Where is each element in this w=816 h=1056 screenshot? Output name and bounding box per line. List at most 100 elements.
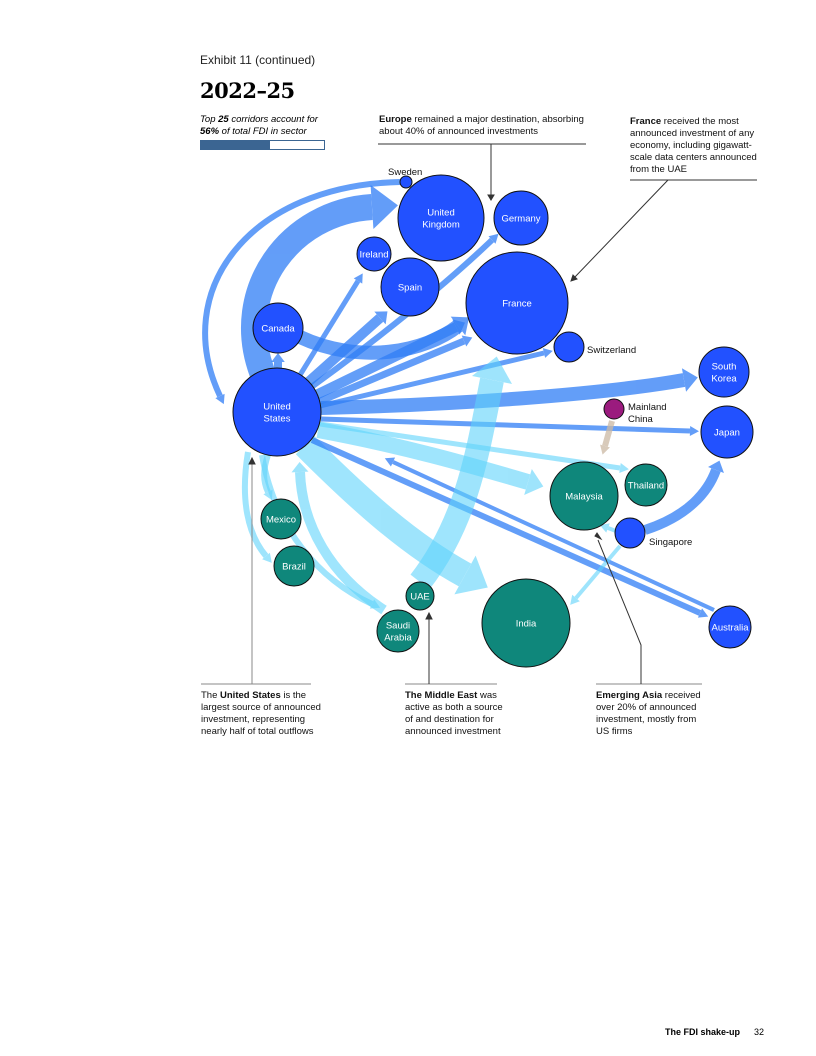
node-jp: Japan [700,405,754,459]
flow-us-ca [271,353,285,368]
node-circle [708,605,752,649]
node-ae: UAE [405,581,435,611]
node-circle [260,498,302,540]
node-ch: Switzerland [553,331,636,363]
node-circle [624,463,668,507]
flow-sg-in [570,544,622,605]
arrowhead-icon [600,444,610,455]
node-de: Germany [493,190,549,246]
flow-us-kr [320,368,698,415]
arrowhead-icon [461,335,473,347]
flow-sg-jp [643,460,724,535]
arrowhead-icon [708,460,724,473]
node-circle [356,236,392,272]
node-label: Malaysia [565,492,603,503]
node-circle [376,609,420,653]
flow-ae-fr [410,356,513,590]
node-circle [380,257,440,317]
flow-line [295,471,387,615]
node-sg: Singapore [614,517,692,549]
flow-line [316,337,466,406]
flow-line [202,179,401,398]
arrowhead-icon [697,608,709,618]
node-label: Mexico [266,515,296,526]
node-label: Canada [261,324,295,335]
flow-line [320,416,691,434]
arrowhead-icon [454,555,488,595]
corridor-share: 56% [200,126,220,137]
node-au: Australia [708,605,752,649]
note-text: received the most announced investment o… [630,116,757,175]
node-in: India [481,578,571,668]
node-ie: Ireland [356,236,392,272]
text: Top [200,114,219,125]
note-bold: United States [220,690,281,701]
note-text: is the largest source of announced inves… [201,690,321,737]
node-circle [399,175,413,189]
flow-line [310,437,702,616]
node-circle [614,517,646,549]
flow-cn-my [600,420,615,455]
arrowhead-icon [542,348,553,358]
share-bar [200,140,325,150]
node-my: Malaysia [549,461,619,531]
node-circle [481,578,571,668]
flow-us-fr2 [316,335,473,406]
page-number: 32 [753,1027,764,1037]
leader-arrow-icon [487,194,495,201]
flow-us-ch [319,348,553,409]
flow-line [241,194,374,377]
note-bold: Europe [379,114,412,125]
corridor-count: 25 [218,114,229,125]
node-circle [553,331,585,363]
node-circle [698,346,750,398]
node-circle [405,581,435,611]
flow-se-us [202,179,401,405]
leader-arrow-icon [594,532,603,541]
flow-line [319,350,545,409]
flow-us-my [316,422,544,496]
flow-line [241,451,269,558]
node-label: Singapore [649,537,692,548]
note-bold: The Middle East [405,690,478,701]
node-es: Spain [380,257,440,317]
note-us: The United States is the largest source … [201,690,326,738]
note-text: received over 20% of announced investmen… [596,690,701,737]
node-circle [397,174,485,262]
leader-arrow-icon [248,456,256,465]
note-text: was active as both a source of and desti… [405,690,503,737]
flow-sg-my [599,523,617,533]
note-bold: Emerging Asia [596,690,663,701]
text: corridors account for [228,114,318,125]
node-label: Spain [398,283,422,294]
leader-arrow-icon [425,611,433,620]
flow-line [301,314,384,389]
arrowhead-icon [599,523,610,533]
node-ca: Canada [252,302,304,354]
note-france: France received the most announced inves… [630,116,758,176]
flow-us-fr [313,319,465,400]
node-br: Brazil [273,545,315,587]
flow-line [643,468,721,535]
arrowhead-icon [570,594,580,605]
node-label: Brazil [282,562,306,573]
corridors-note: Top 25 corridors account for 56% of tota… [200,114,340,138]
node-circle [273,545,315,587]
leader-line [597,539,642,684]
arrowhead-icon [291,462,309,473]
arrowhead-icon [353,273,363,284]
flow-line [297,279,361,377]
exhibit-label: Exhibit 11 (continued) [200,53,316,67]
flow-us-br [241,451,272,563]
arrowhead-icon [681,368,698,392]
node-circle [232,367,322,457]
node-label: Australia [712,623,750,634]
arrowhead-icon [263,489,273,501]
text: of total FDI in sector [219,126,307,137]
node-circle [549,461,619,531]
leader-line [573,179,669,279]
note-emerging-asia: Emerging Asia received over 20% of annou… [596,690,706,738]
